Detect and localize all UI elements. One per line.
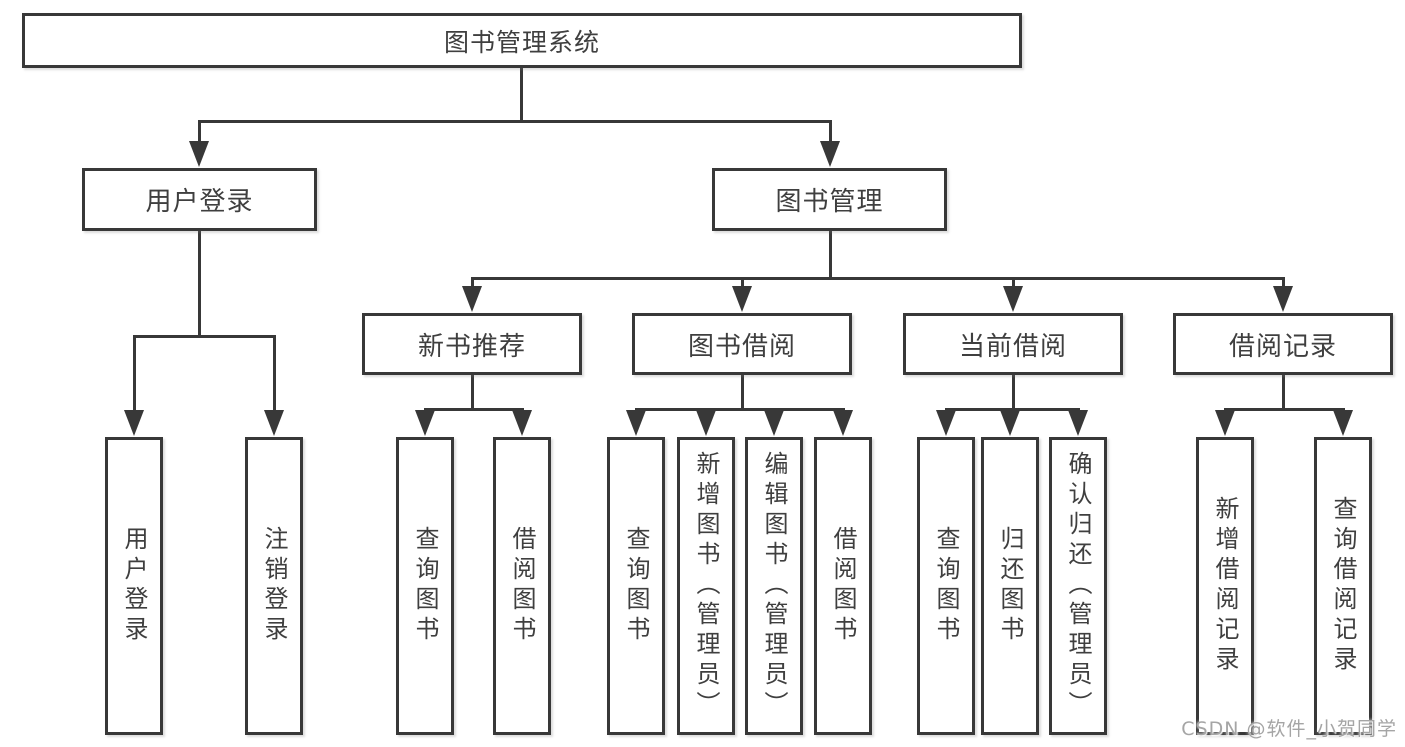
node-label: 图书管理 — [775, 187, 884, 217]
leaf-confirm-return-admin: 确认归还（管理员） — [1049, 437, 1107, 735]
leaf-label: 借阅图书 — [829, 526, 857, 646]
connector-line — [945, 408, 1080, 411]
connector-line — [471, 375, 474, 410]
leaf-label: 查询图书 — [622, 526, 650, 646]
leaf-label: 注销登录 — [260, 526, 288, 646]
leaf-return-books: 归还图书 — [981, 437, 1039, 735]
watermark: CSDN @软件_小贺同学 — [1181, 718, 1397, 740]
node-label: 图书管理系统 — [443, 27, 600, 57]
connector-line — [520, 68, 523, 121]
leaf-query-books-recommend: 查询图书 — [396, 437, 454, 735]
leaf-label: 编辑图书（管理员） — [760, 451, 788, 721]
connector-line — [829, 120, 832, 144]
arrow-down-icon — [1215, 410, 1235, 436]
leaf-label: 用户登录 — [120, 526, 148, 646]
leaf-label: 确认归还（管理员） — [1064, 451, 1092, 721]
connector-line — [198, 120, 832, 123]
node-label: 借阅记录 — [1228, 331, 1337, 362]
connector-line — [829, 231, 832, 279]
arrow-down-icon — [1068, 410, 1088, 436]
node-library-management-system: 图书管理系统 — [22, 13, 1022, 68]
arrow-down-icon — [696, 410, 716, 436]
node-label: 当前借阅 — [958, 331, 1067, 362]
arrow-down-icon — [764, 410, 784, 436]
arrow-down-icon — [264, 410, 284, 436]
connector-line — [1282, 375, 1285, 410]
arrow-down-icon — [1273, 286, 1293, 312]
connector-line — [1012, 375, 1015, 410]
connector-line — [1224, 408, 1345, 411]
node-label: 图书借阅 — [687, 331, 796, 362]
leaf-borrow-books-recommend: 借阅图书 — [493, 437, 551, 735]
node-book-management: 图书管理 — [712, 168, 947, 231]
leaf-label: 查询图书 — [411, 526, 439, 646]
leaf-user-login: 用户登录 — [105, 437, 163, 735]
arrow-down-icon — [732, 286, 752, 312]
leaf-query-books-current: 查询图书 — [917, 437, 975, 735]
arrow-down-icon — [936, 410, 956, 436]
node-new-book-recommend: 新书推荐 — [362, 313, 582, 375]
connector-line — [1282, 277, 1285, 290]
arrow-down-icon — [1000, 410, 1020, 436]
leaf-edit-books-admin: 编辑图书（管理员） — [745, 437, 803, 735]
arrow-down-icon — [462, 286, 482, 312]
leaf-label: 新增图书（管理员） — [692, 451, 720, 721]
arrow-down-icon — [512, 410, 532, 436]
connector-line — [741, 277, 744, 290]
node-label: 新书推荐 — [417, 331, 526, 362]
leaf-label: 查询图书 — [932, 526, 960, 646]
connector-line — [133, 335, 276, 338]
connector-line — [471, 277, 1285, 280]
leaf-add-books-admin: 新增图书（管理员） — [677, 437, 735, 735]
node-label: 用户登录 — [145, 187, 254, 217]
node-current-borrow: 当前借阅 — [903, 313, 1123, 375]
leaf-label: 归还图书 — [996, 526, 1024, 646]
connector-line — [198, 231, 201, 337]
connector-line — [741, 375, 744, 410]
arrow-down-icon — [820, 141, 840, 167]
leaf-label: 查询借阅记录 — [1329, 496, 1357, 676]
connector-line — [133, 335, 136, 413]
leaf-query-books: 查询图书 — [607, 437, 665, 735]
node-borrow-records: 借阅记录 — [1173, 313, 1393, 375]
arrow-down-icon — [124, 410, 144, 436]
leaf-label: 新增借阅记录 — [1211, 496, 1239, 676]
connector-line — [471, 277, 474, 290]
leaf-query-borrow-record: 查询借阅记录 — [1314, 437, 1372, 735]
leaf-borrow-books: 借阅图书 — [814, 437, 872, 735]
node-book-borrow: 图书借阅 — [632, 313, 852, 375]
connector-line — [198, 120, 201, 144]
leaf-add-borrow-record: 新增借阅记录 — [1196, 437, 1254, 735]
node-user-login: 用户登录 — [82, 168, 317, 231]
arrow-down-icon — [833, 410, 853, 436]
arrow-down-icon — [1333, 410, 1353, 436]
leaf-label: 借阅图书 — [508, 526, 536, 646]
arrow-down-icon — [189, 141, 209, 167]
arrow-down-icon — [1003, 286, 1023, 312]
arrow-down-icon — [415, 410, 435, 436]
leaf-logout: 注销登录 — [245, 437, 303, 735]
connector-line — [1012, 277, 1015, 290]
connector-line — [273, 335, 276, 413]
connector-line — [635, 408, 845, 411]
arrow-down-icon — [626, 410, 646, 436]
connector-line — [424, 408, 524, 411]
